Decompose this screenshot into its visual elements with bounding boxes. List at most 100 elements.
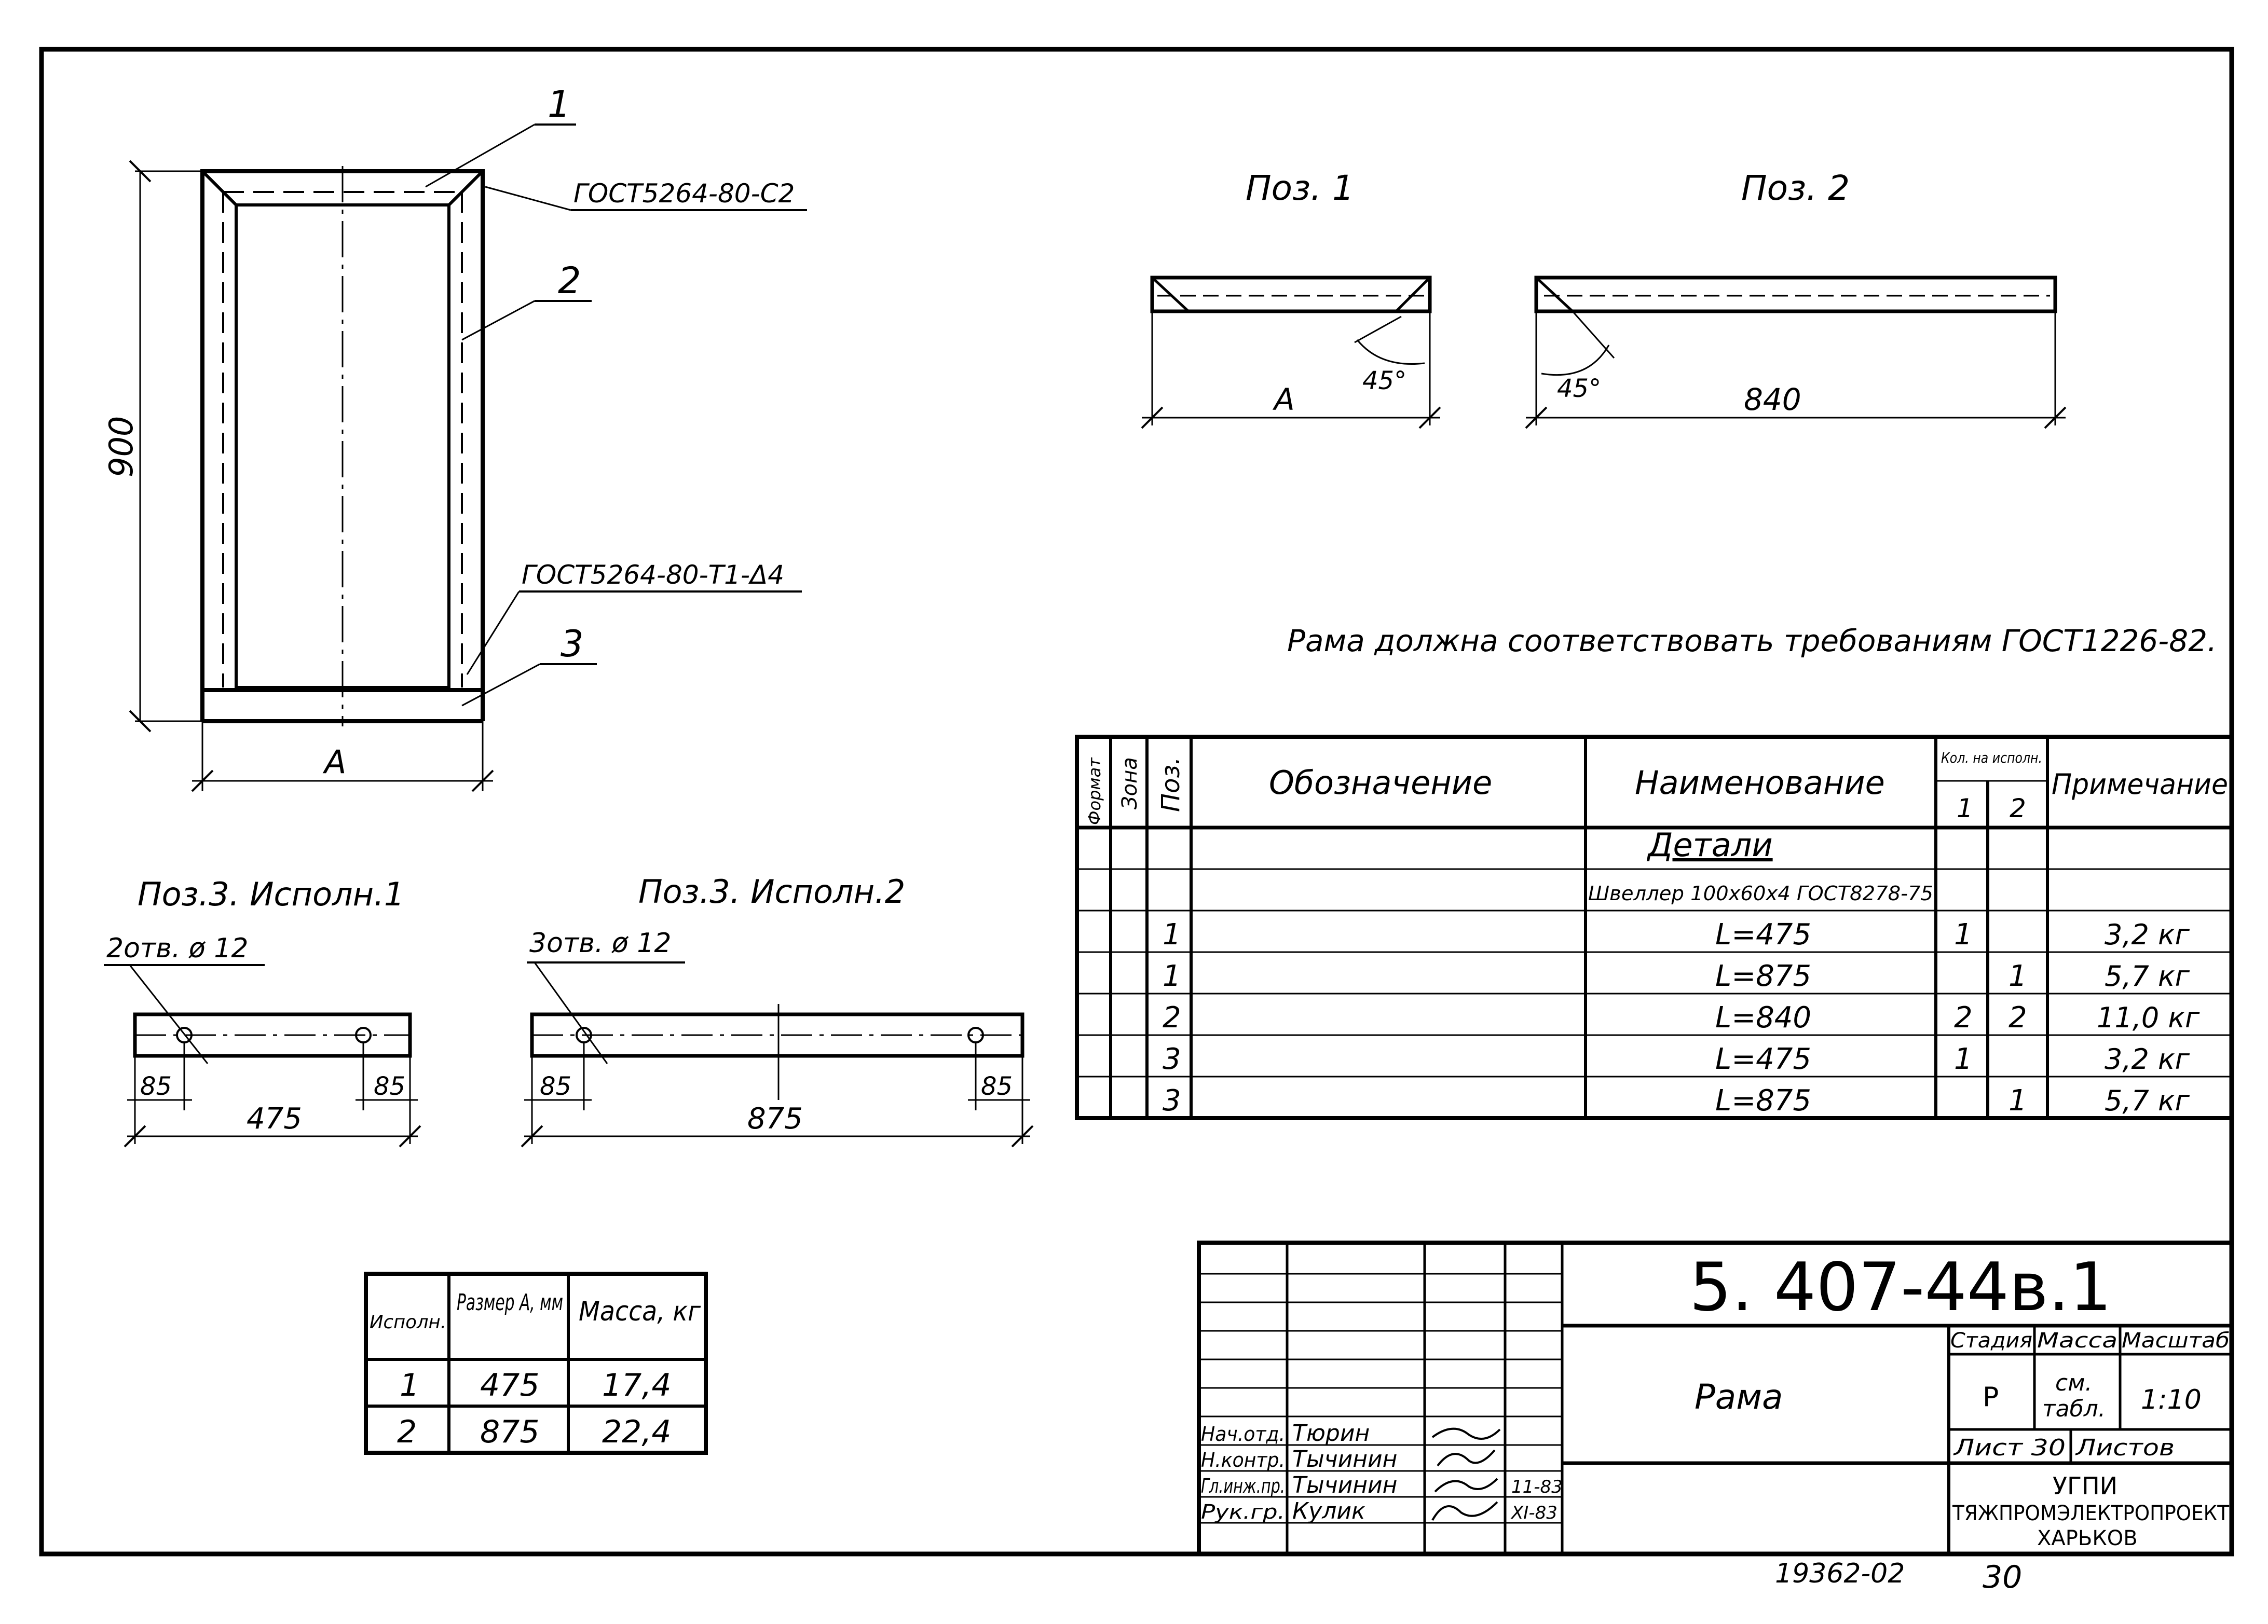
title-block: 5. 407-44в.1 Рама Стадия Масса Масштаб Р… bbox=[1197, 1241, 2234, 1556]
spec-cell-pos: 3 bbox=[1163, 1042, 1181, 1076]
signature-row: Нач.отд. Тюрин bbox=[1201, 1420, 1501, 1447]
pos2-dim: 840 bbox=[1744, 382, 1801, 417]
stage-header-mass: Масса bbox=[2037, 1329, 2117, 1353]
pos3-v2-holes: 3отв. ø 12 bbox=[529, 928, 671, 959]
spec-cell-q1: 1 bbox=[1954, 1042, 1973, 1076]
signature-date: XI-83 bbox=[1510, 1503, 1557, 1523]
spec-cell-name: L=875 bbox=[1715, 959, 1811, 993]
spec-cell-note: 5,7 кг bbox=[2105, 1084, 2190, 1117]
spec-header-qty: Кол. на исполн. bbox=[1941, 749, 2042, 766]
requirements-note: Рама должна соответствовать требованиям … bbox=[1287, 623, 2217, 658]
spec-cell-name: L=875 bbox=[1715, 1084, 1811, 1118]
spec-cell-name: L=475 bbox=[1715, 918, 1811, 952]
detail-pos1: Поз. 1 А 45° bbox=[1141, 168, 1441, 429]
spec-cell-pos: 3 bbox=[1163, 1084, 1181, 1118]
pos2-title: Поз. 2 bbox=[1741, 168, 1850, 208]
signature-role: Н.контр. bbox=[1201, 1449, 1285, 1471]
org-line3: ХАРЬКОВ bbox=[2037, 1526, 2138, 1550]
signature-name: Тюрин bbox=[1292, 1420, 1370, 1447]
mass-cell-variant: 1 bbox=[400, 1367, 419, 1403]
spec-header-qty2: 2 bbox=[2010, 793, 2026, 823]
page-number: 30 bbox=[1983, 1559, 2022, 1595]
pos2-angle: 45° bbox=[1557, 374, 1601, 403]
mass-header-mass: Масса, кг bbox=[579, 1296, 701, 1327]
frame-width-dim: А bbox=[322, 743, 346, 781]
spec-cell-name: L=840 bbox=[1715, 1001, 1811, 1035]
spec-cell-note: 3,2 кг bbox=[2105, 918, 2190, 951]
spec-row: 2 L=840 2 2 11,0 кг bbox=[1163, 1001, 2200, 1035]
spec-cell-q2: 1 bbox=[2009, 1084, 2027, 1118]
signature-name: Тычинин bbox=[1292, 1472, 1397, 1498]
spec-cell-q2: 2 bbox=[2009, 1001, 2027, 1035]
pos3-v2-edge-left: 85 bbox=[540, 1072, 571, 1101]
signature-row: Гл.инж.пр. Тычинин 11-83 bbox=[1201, 1472, 1563, 1498]
signature-role: Нач.отд. bbox=[1201, 1423, 1285, 1446]
org-line1: УГПИ bbox=[2053, 1472, 2117, 1500]
org-line2: ТЯЖПРОМЭЛЕКТРОПРОЕКТ bbox=[1952, 1502, 2229, 1525]
spec-cell-q1: 2 bbox=[1954, 1001, 1973, 1035]
detail-pos3-variant2: Поз.3. Исполн.2 3отв. ø 12 85 85 875 bbox=[521, 873, 1034, 1148]
pos3-v1-title: Поз.3. Исполн.1 bbox=[138, 875, 404, 913]
spec-material: Швеллер 100х60х4 ГОСТ8278-75 bbox=[1588, 882, 1933, 905]
mass-row: 2 875 22,4 bbox=[397, 1414, 672, 1450]
spec-section-title: Детали bbox=[1646, 826, 1773, 864]
drawing-number: 5. 407-44в.1 bbox=[1689, 1249, 2112, 1326]
signature-date: 11-83 bbox=[1511, 1477, 1563, 1497]
spec-cell-q2: 1 bbox=[2009, 959, 2027, 993]
pos3-v2-edge-right: 85 bbox=[981, 1072, 1013, 1101]
scale-value: 1:10 bbox=[2141, 1384, 2202, 1415]
pos3-v1-edge-right: 85 bbox=[374, 1072, 405, 1101]
spec-row: 1 L=875 1 5,7 кг bbox=[1163, 959, 2190, 993]
signature-mark bbox=[1431, 1427, 1501, 1440]
callout-2: 2 bbox=[558, 259, 581, 302]
spec-header-note: Примечание bbox=[2052, 768, 2228, 801]
signature-role: Гл.инж.пр. bbox=[1201, 1475, 1285, 1497]
mass-header-size: Размер А, мм bbox=[457, 1289, 563, 1316]
frame-view: 900 А 1 ГОСТ5264-80-С2 2 ГОСТ5264-80-Т1-… bbox=[102, 83, 807, 792]
callout-1: 1 bbox=[548, 83, 571, 126]
pos3-v1-length: 475 bbox=[247, 1102, 302, 1136]
pos3-v1-edge-left: 85 bbox=[140, 1072, 172, 1101]
spec-header-zone: Зона bbox=[1118, 757, 1142, 809]
spec-cell-note: 5,7 кг bbox=[2105, 960, 2190, 993]
spec-header-pos: Поз. bbox=[1156, 757, 1185, 812]
pos3-v2-title: Поз.3. Исполн.2 bbox=[638, 873, 905, 911]
pos1-angle: 45° bbox=[1362, 366, 1406, 395]
stage-header-scale: Масштаб bbox=[2122, 1329, 2230, 1353]
spec-header-qty1: 1 bbox=[1957, 793, 1973, 823]
mass-header-variant: Исполн. bbox=[370, 1312, 446, 1333]
signature-mark bbox=[1431, 1501, 1498, 1521]
pos3-v1-holes: 2отв. ø 12 bbox=[106, 933, 248, 964]
spec-header-name: Наименование bbox=[1635, 764, 1885, 802]
weld-bottom-label: ГОСТ5264-80-Т1-Δ4 bbox=[522, 560, 784, 590]
mass-cell-mass: 22,4 bbox=[602, 1414, 672, 1450]
pos1-dim: А bbox=[1272, 382, 1295, 417]
spec-row: 3 L=875 1 5,7 кг bbox=[1163, 1084, 2190, 1118]
spec-cell-note: 11,0 кг bbox=[2097, 1001, 2200, 1034]
signature-role: Рук.гр. bbox=[1201, 1501, 1285, 1523]
pos1-title: Поз. 1 bbox=[1246, 168, 1354, 208]
spec-header-designation: Обозначение bbox=[1269, 764, 1492, 802]
spec-cell-name: L=475 bbox=[1715, 1042, 1811, 1076]
spec-cell-q1: 1 bbox=[1954, 918, 1973, 952]
spec-cell-pos: 1 bbox=[1163, 959, 1181, 993]
stage-value: Р bbox=[1983, 1382, 1999, 1413]
sheet-number: Лист 30 bbox=[1953, 1435, 2066, 1461]
mass-cell-variant: 2 bbox=[397, 1414, 417, 1450]
mass-table: Исполн. Размер А, мм Масса, кг 1 475 17,… bbox=[364, 1272, 708, 1455]
spec-row: 1 L=475 1 3,2 кг bbox=[1163, 918, 2190, 952]
spec-table: Формат Зона Поз. Обозначение Наименовани… bbox=[1075, 735, 2234, 1120]
callout-3: 3 bbox=[561, 623, 584, 665]
spec-cell-pos: 1 bbox=[1163, 918, 1181, 952]
mass-cell-size: 475 bbox=[480, 1367, 540, 1403]
pos3-v2-length: 875 bbox=[747, 1102, 803, 1136]
spec-cell-note: 3,2 кг bbox=[2105, 1043, 2190, 1076]
frame-height-dim: 900 bbox=[102, 416, 140, 477]
signature-mark bbox=[1437, 1449, 1496, 1467]
spec-header-format: Формат bbox=[1085, 757, 1104, 825]
mass-value-line1: см. bbox=[2055, 1370, 2092, 1396]
mass-value-line2: табл. bbox=[2042, 1396, 2106, 1422]
signature-mark bbox=[1434, 1478, 1498, 1493]
mass-cell-mass: 17,4 bbox=[602, 1367, 672, 1403]
